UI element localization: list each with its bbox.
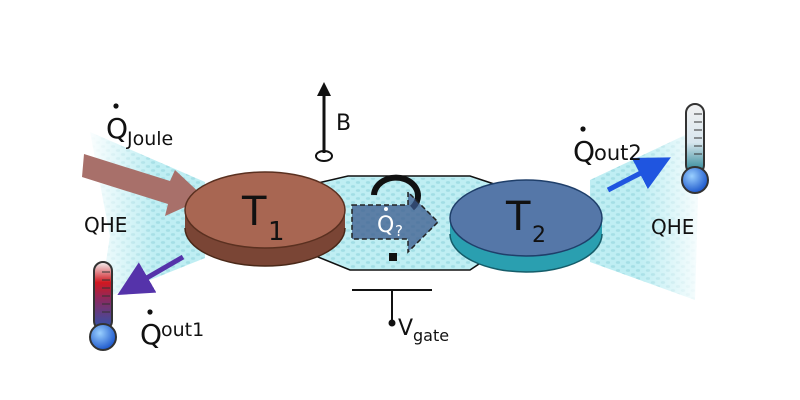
svg-text:T: T (505, 194, 531, 240)
svg-text:QHE: QHE (84, 213, 127, 237)
svg-text:Q: Q (377, 213, 394, 238)
heat-current-arrow (351, 174, 440, 261)
joule-heat-arrow (82, 154, 205, 216)
svg-text:T: T (241, 189, 267, 235)
svg-text:B: B (336, 111, 351, 136)
label-qhe-left: QHE (84, 213, 127, 237)
reservoir-t1 (184, 171, 346, 267)
svg-text:2: 2 (532, 223, 546, 248)
thermometer-icon (681, 103, 709, 194)
label-t2: T 2 (505, 194, 546, 248)
label-t1: T 1 (241, 189, 285, 247)
svg-text:Q: Q (106, 112, 128, 145)
svg-text:1: 1 (268, 217, 285, 247)
magnetic-field (315, 82, 333, 162)
svg-text:out2: out2 (594, 141, 642, 165)
thermometer-icon (89, 261, 117, 351)
svg-text:out1: out1 (161, 319, 204, 341)
heat-out2-arrow (606, 157, 671, 193)
svg-text:gate: gate (413, 326, 449, 345)
gate-electrode-icon (352, 289, 432, 327)
svg-text:V: V (398, 316, 413, 341)
svg-text:?: ? (395, 222, 403, 240)
label-b-field: B (336, 111, 351, 136)
label-q-joule: Q Joule (106, 103, 173, 150)
label-vgate: V gate (398, 316, 449, 345)
right-channel (585, 124, 704, 306)
label-q-out1: Q out1 (140, 309, 204, 351)
svg-text:Q: Q (573, 135, 595, 168)
heat-out1-arrow (117, 254, 185, 296)
reservoir-t2 (449, 179, 603, 273)
svg-text:QHE: QHE (651, 215, 694, 239)
label-q-mid: Q ? (377, 207, 403, 240)
label-qhe-right: QHE (651, 215, 694, 239)
svg-text:Q: Q (140, 318, 162, 351)
svg-text:Joule: Joule (126, 128, 173, 150)
label-q-out2: Q out2 (573, 126, 642, 168)
